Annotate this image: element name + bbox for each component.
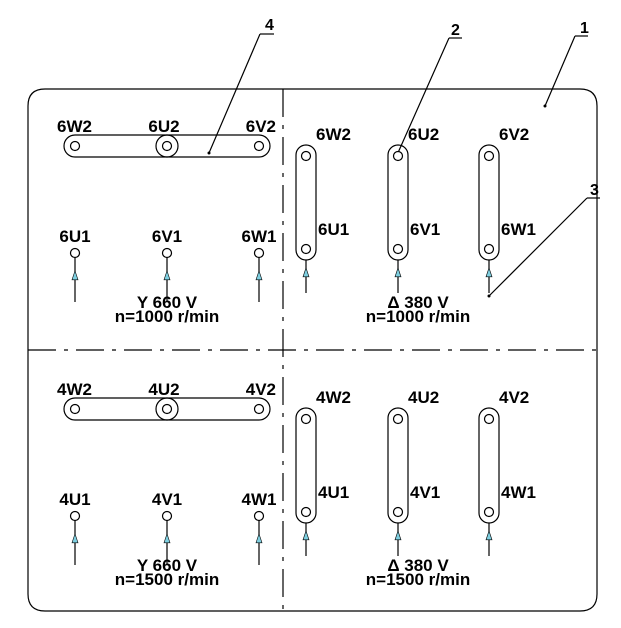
terminal-label: 6U2: [148, 117, 179, 136]
terminal-label: 6V1: [152, 227, 182, 246]
terminal-label: 6U1: [318, 220, 349, 239]
arrow-icon: [394, 266, 402, 278]
link-bar: [295, 144, 317, 261]
terminal-stud: [300, 506, 312, 518]
terminal-stud: [69, 403, 81, 415]
quadrant-delta-1500: 4W2 4U1 4U2 4V1 4V2 4W1 Δ 380 Vn=1500 r/min: [295, 388, 536, 589]
terminal-stud: [161, 510, 173, 522]
terminal-board-outline: [27, 88, 598, 612]
terminal-label: 4V1: [152, 490, 182, 509]
link-bar: [295, 407, 317, 524]
terminal-label: 6U2: [408, 125, 439, 144]
arrow-icon: [163, 269, 171, 281]
svg-text:2: 2: [451, 22, 460, 39]
arrow-icon: [394, 529, 402, 541]
terminal-stud: [253, 510, 265, 522]
terminal-stud: [300, 413, 312, 425]
callout-3: 3: [487, 182, 600, 298]
terminal-stud: [253, 403, 265, 415]
terminal-label: 4V1: [410, 483, 440, 502]
terminal-label: 6U1: [59, 227, 90, 246]
link-bar: [387, 407, 409, 524]
terminal-label: 6W2: [316, 125, 351, 144]
arrow-icon: [255, 269, 263, 281]
terminal-stud: [69, 247, 81, 259]
terminal-stud: [483, 150, 495, 162]
arrow-icon: [302, 529, 310, 541]
connection-voltage: Δ 380 V: [387, 556, 449, 575]
connection-voltage: Y 660 V: [137, 556, 198, 575]
callout-4: 4: [207, 17, 274, 155]
terminal-label: 4U2: [408, 388, 439, 407]
terminal-stud: [253, 140, 265, 152]
quadrant-star-1500: 4W2 4U2 4V2 4U1 4V1 4W1 Y 660 Vn=1500 r/min: [57, 380, 276, 589]
terminal-stud: [300, 243, 312, 255]
link-bar: [387, 144, 409, 261]
arrow-icon: [71, 269, 79, 281]
speed-rating: n=1500 r/min: [366, 570, 470, 589]
terminal-stud: [69, 510, 81, 522]
terminal-label: 4W2: [57, 380, 92, 399]
link-bar: [63, 397, 179, 421]
terminal-stud: [392, 243, 404, 255]
terminal-stud: [483, 506, 495, 518]
terminal-stud: [161, 140, 173, 152]
terminal-label: 4W1: [242, 490, 277, 509]
terminal-stud: [69, 140, 81, 152]
terminal-label: 4W2: [316, 388, 351, 407]
svg-text:4: 4: [265, 17, 274, 34]
terminal-stud: [161, 247, 173, 259]
terminal-stud: [392, 506, 404, 518]
callout-1: 1: [543, 20, 589, 108]
terminal-label: 4U1: [318, 483, 349, 502]
terminal-label: 6W1: [242, 227, 277, 246]
link-bar: [478, 144, 500, 261]
arrow-icon: [71, 532, 79, 544]
connection-voltage: Δ 380 V: [387, 293, 449, 312]
connection-voltage: Y 660 V: [137, 293, 198, 312]
arrow-icon: [302, 266, 310, 278]
terminal-label: 6W1: [501, 220, 536, 239]
terminal-label: 6V2: [246, 117, 276, 136]
terminal-stud: [253, 247, 265, 259]
arrow-icon: [485, 266, 493, 278]
terminal-stud: [300, 150, 312, 162]
terminal-label: 6W2: [57, 117, 92, 136]
speed-rating: n=1000 r/min: [366, 307, 470, 326]
terminal-label: 4V2: [499, 388, 529, 407]
arrow-icon: [255, 532, 263, 544]
quadrant-delta-1000: 6W2 6U1 6U2 6V1 6V2 6W1 Δ 380 Vn=1000 r/min: [295, 125, 536, 326]
terminal-stud: [161, 403, 173, 415]
terminal-stud: [483, 413, 495, 425]
speed-rating: n=1000 r/min: [115, 307, 219, 326]
terminal-stud: [392, 150, 404, 162]
terminal-label: 6V1: [410, 220, 440, 239]
terminal-stud: [392, 413, 404, 425]
terminal-label: 4U1: [59, 490, 90, 509]
svg-text:3: 3: [590, 182, 599, 199]
arrow-icon: [485, 529, 493, 541]
link-bar: [478, 407, 500, 524]
quadrant-star-1000: 6W2 6U2 6V2 6U1 6V1 6W1 Y 660 Vn=1000 r/min: [57, 117, 276, 326]
terminal-label: 4W1: [501, 483, 536, 502]
link-bar: [63, 134, 179, 158]
terminal-label: 6V2: [499, 125, 529, 144]
terminal-label: 4U2: [148, 380, 179, 399]
svg-text:1: 1: [580, 20, 589, 37]
link-bar: [155, 397, 271, 421]
speed-rating: n=1500 r/min: [115, 570, 219, 589]
link-bar: [155, 134, 271, 158]
terminal-label: 4V2: [246, 380, 276, 399]
terminal-stud: [483, 243, 495, 255]
arrow-icon: [163, 532, 171, 544]
